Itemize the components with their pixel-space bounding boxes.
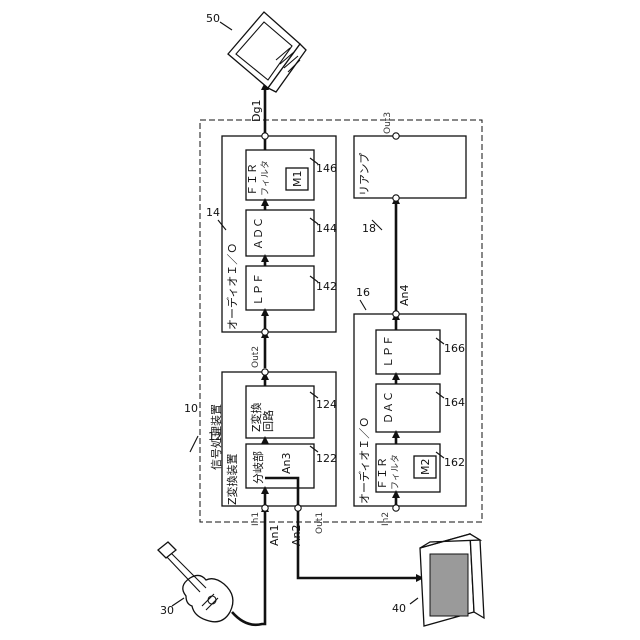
port-reamp-in[interactable] [393, 195, 399, 201]
reamp-ref: 18 [362, 222, 376, 235]
signal-an1: An1 [268, 525, 281, 547]
io-top-title: オーディオＩ／Ｏ [225, 243, 239, 330]
laptop-icon[interactable] [228, 12, 306, 92]
fir-bottom-label-2: フィルタ [390, 454, 401, 490]
port-in2[interactable] [393, 505, 399, 511]
reamp-title: リアンプ [358, 153, 371, 196]
fir-bottom-label-1: ＦＩＲ [376, 457, 389, 490]
converter-title: Z変換装置 [225, 453, 239, 505]
signal-an4: An4 [398, 285, 411, 307]
port-out3[interactable] [393, 133, 399, 139]
port-out1[interactable] [295, 505, 301, 511]
adc-ref: 144 [316, 222, 337, 235]
port-out3-label: Out3 [383, 112, 393, 134]
branch-ref: 122 [316, 452, 337, 465]
zcircuit-ref: 124 [316, 398, 337, 411]
fir-top-label-2: フィルタ [260, 160, 271, 196]
lpf-bottom-label: ＬＰＦ [382, 335, 395, 368]
lpf-bottom-ref: 166 [444, 342, 465, 355]
fir-top-label-1: ＦＩＲ [246, 163, 259, 196]
port-out1-label: Out1 [315, 512, 325, 534]
zcircuit-label-1: Z変換 [249, 402, 263, 432]
mem-bottom-label: M2 [419, 459, 432, 476]
port-iotop-in[interactable] [262, 329, 268, 335]
adc-label: ＡＤＣ [252, 217, 265, 250]
dac-label: ＤＡＣ [382, 391, 395, 424]
zcircuit-label-2: 回路 [262, 410, 275, 432]
laptop-ref: 50 [206, 12, 220, 25]
speaker-icon[interactable] [420, 534, 484, 626]
port-in1[interactable] [262, 505, 268, 511]
branch-label: 分岐部 [251, 451, 265, 484]
signal-dg1: Dg1 [250, 100, 263, 122]
io-bottom-title: オーディオＩ／Ｏ [357, 417, 371, 504]
port-iotop-out[interactable] [262, 133, 268, 139]
converter-ref: 12 [208, 430, 222, 443]
mem-top-label: M1 [291, 171, 304, 188]
lpf-top-ref: 142 [316, 280, 337, 293]
io-bottom-ref: 16 [356, 286, 370, 299]
signal-an3: An3 [280, 453, 293, 475]
port-out2[interactable] [262, 369, 268, 375]
port-iobottom-out[interactable] [393, 311, 399, 317]
dac-ref: 164 [444, 396, 465, 409]
speaker-ref: 40 [392, 602, 406, 615]
signal-an2: An2 [290, 525, 303, 547]
port-in1-label: In1 [251, 512, 261, 526]
apparatus-ref: 10 [184, 402, 198, 415]
io-top-ref: 14 [206, 206, 220, 219]
guitar-ref: 30 [160, 604, 174, 617]
fir-bottom-ref: 162 [444, 456, 465, 469]
port-in2-label: In2 [381, 512, 391, 526]
port-out2-label: Out2 [251, 346, 261, 368]
fir-top-ref: 146 [316, 162, 337, 175]
lpf-top-label: ＬＰＦ [252, 273, 265, 306]
